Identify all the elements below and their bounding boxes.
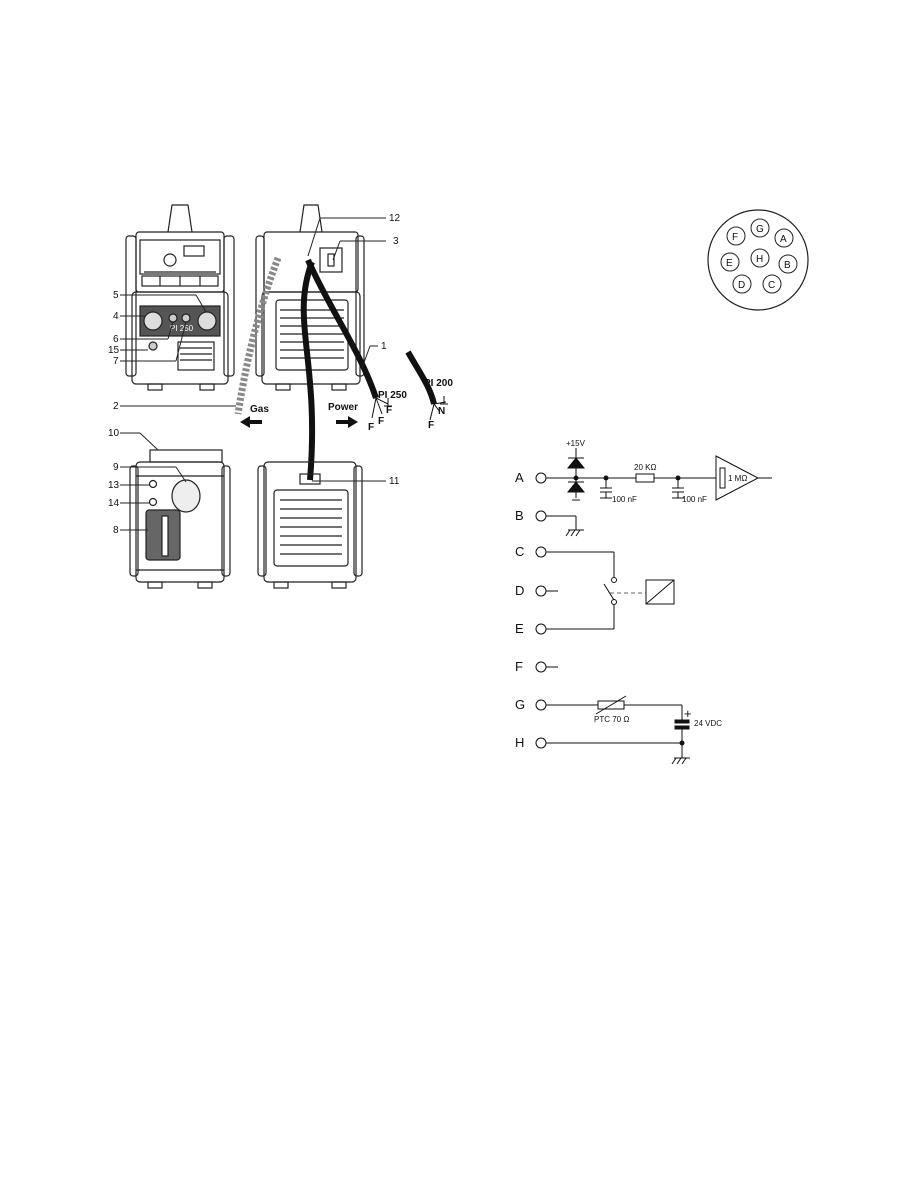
terminal-f: [535, 661, 547, 673]
callout-13: 13: [108, 480, 120, 491]
pin-b-circle: [778, 254, 798, 274]
wire-ends-pi200: [429, 396, 448, 421]
wire-f-label-4: F: [428, 420, 434, 431]
ptc-label: PTC 70 Ω: [594, 715, 629, 724]
pin-a-label: A: [780, 234, 787, 245]
terminal-b: [535, 510, 547, 522]
callout-leaders: [120, 217, 386, 531]
pin-c-circle: [762, 274, 782, 294]
pin-b-label: B: [784, 260, 791, 271]
power-cable-pi250: [305, 258, 379, 399]
pin-c-label: C: [768, 280, 775, 291]
pin-h-circle: [750, 248, 770, 268]
connector-pinout: F G A E H B D C: [707, 209, 809, 311]
amplifier-triangle: [715, 455, 760, 501]
front-model-label: PI 250: [170, 324, 194, 333]
source-plate-top: [674, 719, 690, 724]
amp-input-resistor: [719, 467, 726, 489]
schematic-letter-c: C: [515, 544, 524, 559]
callout-10: 10: [108, 428, 120, 439]
model-pi200-label: PI 200: [424, 378, 453, 389]
wire-ends-pi250: [371, 397, 392, 419]
wire-f-label-3: F: [368, 422, 374, 433]
pin-f-label: F: [732, 232, 738, 243]
wire-n-label: N: [438, 406, 445, 417]
pin-g-label: G: [756, 224, 764, 235]
terminal-a: [535, 472, 547, 484]
callout-11: 11: [389, 476, 400, 487]
gas-hose: [234, 256, 282, 415]
machine-back-lower-view: [257, 461, 363, 589]
relay-coil: [645, 579, 675, 605]
pin-e-label: E: [726, 258, 733, 269]
gas-arrow-icon: [240, 416, 262, 428]
schematic-letter-e: E: [515, 621, 524, 636]
schematic-letter-f: F: [515, 659, 523, 674]
cap1-label: 100 nF: [612, 495, 637, 504]
schematic-letter-h: H: [515, 735, 524, 750]
pin-h-label: H: [756, 254, 763, 265]
pin-e-circle: [720, 252, 740, 272]
power-cable-lower: [300, 260, 316, 481]
model-pi250-label: PI 250: [378, 390, 407, 401]
callout-14: 14: [108, 498, 120, 509]
amp-input-label: 1 MΩ: [728, 474, 747, 483]
schematic-letter-a: A: [515, 470, 524, 485]
gas-label: Gas: [250, 404, 269, 415]
callout-8: 8: [113, 525, 119, 536]
wire-f-label-2: F: [378, 416, 384, 427]
power-label: Power: [328, 402, 358, 413]
wire-f-label-1: F: [386, 405, 392, 416]
pin-d-circle: [732, 274, 752, 294]
callout-5: 5: [113, 290, 119, 301]
power-cable-pi200: [405, 350, 437, 405]
source-plus-label: +: [684, 706, 692, 721]
callout-2: 2: [113, 401, 119, 412]
supply-label: +15V: [566, 439, 586, 448]
machine-side-view: [129, 449, 231, 589]
cap2-label: 100 nF: [682, 495, 707, 504]
pin-d-label: D: [738, 280, 745, 291]
schematic-letter-d: D: [515, 583, 524, 598]
terminal-g: [535, 699, 547, 711]
callout-3: 3: [393, 236, 399, 247]
callout-7: 7: [113, 356, 119, 367]
source-label: 24 VDC: [694, 719, 722, 728]
pin-a-circle: [774, 228, 794, 248]
resistor-label: 20 KΩ: [634, 463, 656, 472]
callout-9: 9: [113, 462, 119, 473]
power-arrow-icon: [336, 416, 358, 428]
callout-4: 4: [113, 311, 119, 322]
pin-f-circle: [726, 226, 746, 246]
machine-back-view: [255, 204, 365, 391]
terminal-h: [535, 737, 547, 749]
resistor-20k: [635, 473, 655, 483]
callout-6: 6: [113, 334, 119, 345]
callout-12: 12: [389, 213, 401, 224]
callout-1: 1: [381, 341, 387, 352]
terminal-c: [535, 546, 547, 558]
connector-outline: [707, 209, 809, 311]
machine-front-view: [125, 204, 235, 391]
terminal-d: [535, 585, 547, 597]
schematic-letter-b: B: [515, 508, 524, 523]
schematic: [535, 448, 772, 765]
schematic-letter-g: G: [515, 697, 525, 712]
source-plate-bottom: [674, 725, 690, 730]
pin-g-circle: [750, 218, 770, 238]
callout-15: 15: [108, 345, 120, 356]
terminal-e: [535, 623, 547, 635]
